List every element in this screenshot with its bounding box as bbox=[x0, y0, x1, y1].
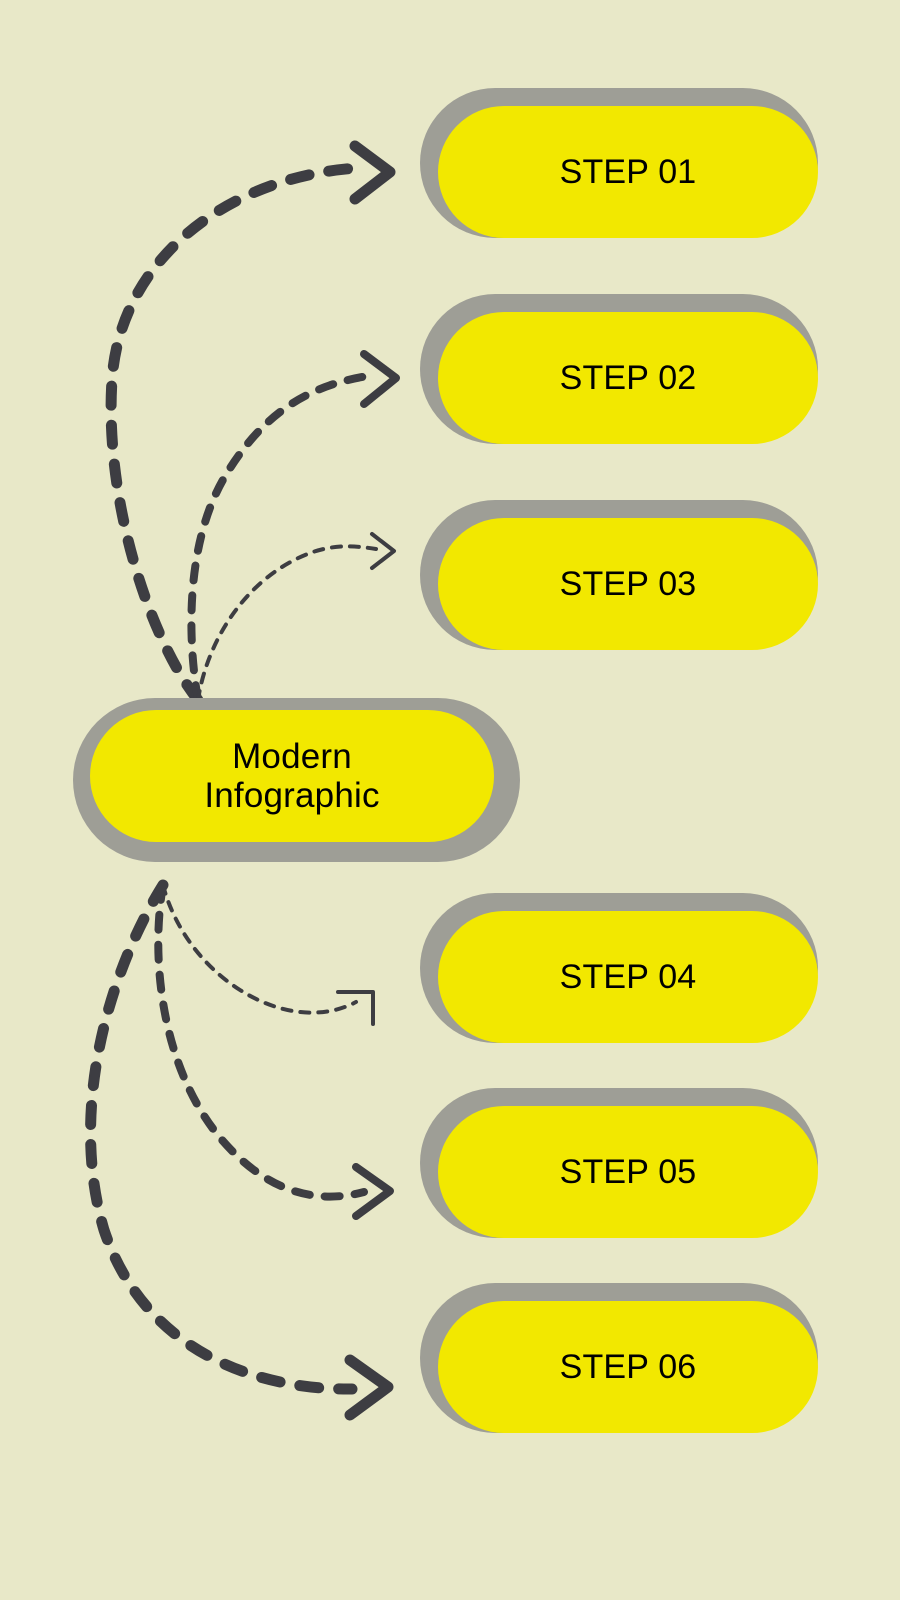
connector-step-05 bbox=[154, 881, 394, 1220]
center-node-label: Modern Infographic bbox=[204, 736, 380, 815]
step-node-02-face: STEP 02 bbox=[438, 312, 818, 444]
step-node-03[interactable]: STEP 03 bbox=[420, 500, 818, 650]
step-node-03-label: STEP 03 bbox=[559, 564, 697, 603]
step-node-06-label: STEP 06 bbox=[559, 1347, 697, 1386]
step-node-04-label: STEP 04 bbox=[559, 957, 697, 996]
connector-step-03 bbox=[196, 532, 396, 702]
step-node-01-label: STEP 01 bbox=[559, 152, 697, 191]
connector-step-04 bbox=[161, 883, 375, 1026]
connector-step-02 bbox=[187, 350, 400, 704]
center-node[interactable]: Modern Infographic bbox=[73, 698, 520, 862]
connector-step-06 bbox=[85, 879, 394, 1421]
step-node-01-face: STEP 01 bbox=[438, 106, 818, 238]
step-node-02-label: STEP 02 bbox=[559, 358, 697, 397]
step-node-06[interactable]: STEP 06 bbox=[420, 1283, 818, 1433]
step-node-06-face: STEP 06 bbox=[438, 1301, 818, 1433]
step-node-04-face: STEP 04 bbox=[438, 911, 818, 1043]
step-node-01[interactable]: STEP 01 bbox=[420, 88, 818, 238]
step-node-02[interactable]: STEP 02 bbox=[420, 294, 818, 444]
step-node-05-label: STEP 05 bbox=[559, 1152, 697, 1191]
connector-step-01 bbox=[105, 140, 396, 706]
step-node-05-face: STEP 05 bbox=[438, 1106, 818, 1238]
step-node-03-face: STEP 03 bbox=[438, 518, 818, 650]
center-node-face: Modern Infographic bbox=[90, 710, 494, 842]
step-node-05[interactable]: STEP 05 bbox=[420, 1088, 818, 1238]
step-node-04[interactable]: STEP 04 bbox=[420, 893, 818, 1043]
